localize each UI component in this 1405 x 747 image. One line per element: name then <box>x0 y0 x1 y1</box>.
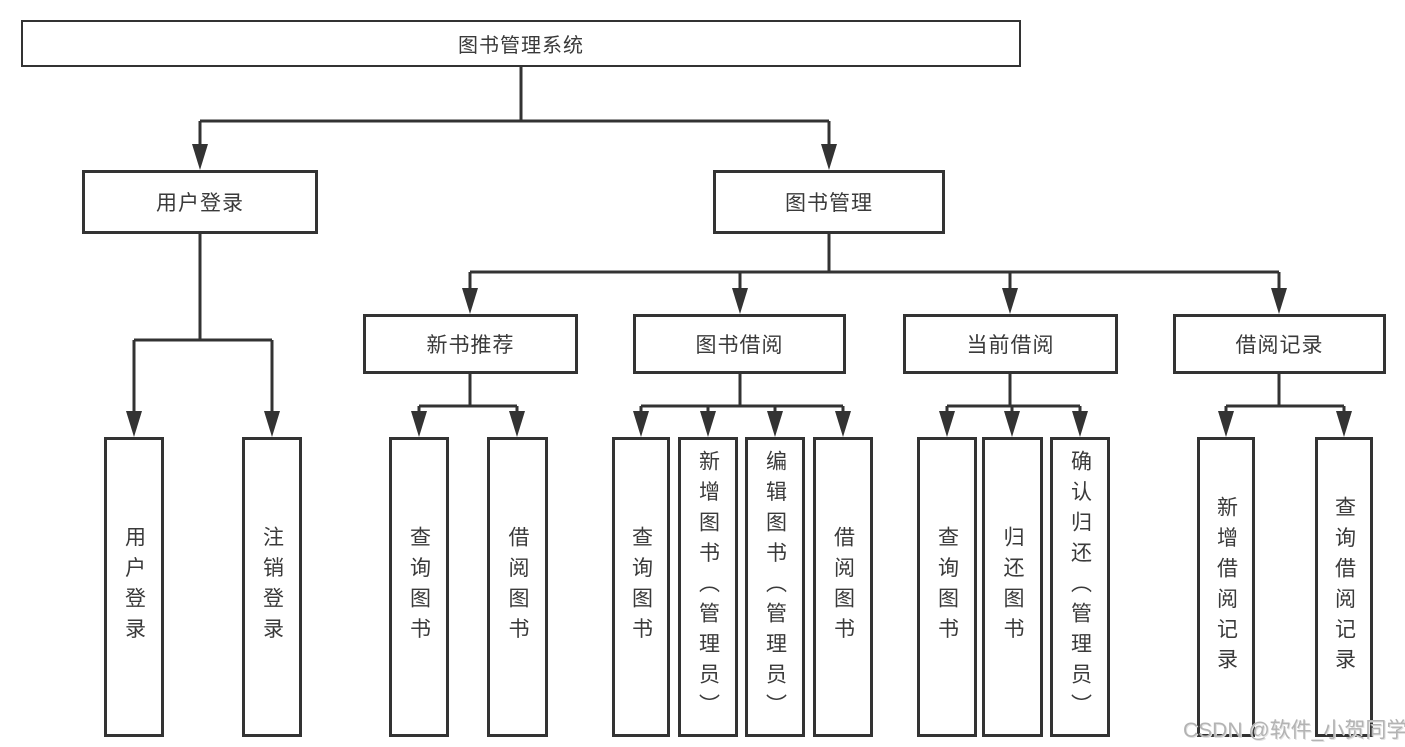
leaf-query-books-current-label: 查询图书 <box>935 526 959 648</box>
leaf-query-books-current: 查询图书 <box>917 437 977 737</box>
leaf-return-books-label: 归还图书 <box>1001 526 1024 648</box>
node-current-borrow: 当前借阅 <box>903 314 1118 374</box>
leaf-edit-book-admin-label: 编辑图书（管理员） <box>763 449 787 725</box>
node-root-system: 图书管理系统 <box>21 20 1021 67</box>
leaf-edit-book-admin: 编辑图书（管理员） <box>745 437 805 737</box>
node-root-label: 图书管理系统 <box>458 35 584 57</box>
leaf-query-books-borrow: 查询图书 <box>612 437 670 737</box>
arrowheads <box>126 144 1352 437</box>
leaf-confirm-return-admin-label: 确认归还（管理员） <box>1068 449 1092 725</box>
node-book-management-label: 图书管理 <box>785 192 873 215</box>
leaf-add-borrow-record-label: 新增借阅记录 <box>1214 495 1238 679</box>
node-book-management: 图书管理 <box>713 170 945 234</box>
leaf-add-borrow-record: 新增借阅记录 <box>1197 437 1255 737</box>
leaf-borrow-books-label: 借阅图书 <box>831 526 855 648</box>
leaf-query-books-borrow-label: 查询图书 <box>629 526 653 648</box>
leaf-return-books: 归还图书 <box>982 437 1043 737</box>
leaf-logout: 注销登录 <box>242 437 302 737</box>
leaf-query-books-recommend-label: 查询图书 <box>407 526 431 648</box>
watermark: CSDN @软件_小贺同学 <box>1183 719 1405 742</box>
leaf-query-borrow-record: 查询借阅记录 <box>1315 437 1373 737</box>
node-borrow-records: 借阅记录 <box>1173 314 1386 374</box>
node-user-login: 用户登录 <box>82 170 318 234</box>
leaf-borrow-books-recommend-label: 借阅图书 <box>506 526 529 648</box>
leaf-query-books-recommend: 查询图书 <box>389 437 449 737</box>
leaf-add-book-admin: 新增图书（管理员） <box>678 437 738 737</box>
node-book-borrow-label: 图书借阅 <box>695 334 784 357</box>
leaf-user-login-label: 用户登录 <box>122 526 146 648</box>
node-current-borrow-label: 当前借阅 <box>966 334 1055 357</box>
leaf-query-borrow-record-label: 查询借阅记录 <box>1332 495 1356 679</box>
leaf-confirm-return-admin: 确认归还（管理员） <box>1050 437 1110 737</box>
node-book-borrow: 图书借阅 <box>633 314 846 374</box>
leaf-borrow-books: 借阅图书 <box>813 437 873 737</box>
node-user-login-label: 用户登录 <box>156 192 244 215</box>
node-new-book-recommend: 新书推荐 <box>363 314 578 374</box>
node-borrow-records-label: 借阅记录 <box>1235 334 1324 357</box>
leaf-user-login: 用户登录 <box>104 437 164 737</box>
leaf-add-book-admin-label: 新增图书（管理员） <box>696 449 720 725</box>
leaf-logout-label: 注销登录 <box>260 526 284 648</box>
node-new-book-recommend-label: 新书推荐 <box>426 334 515 357</box>
leaf-borrow-books-recommend: 借阅图书 <box>487 437 548 737</box>
